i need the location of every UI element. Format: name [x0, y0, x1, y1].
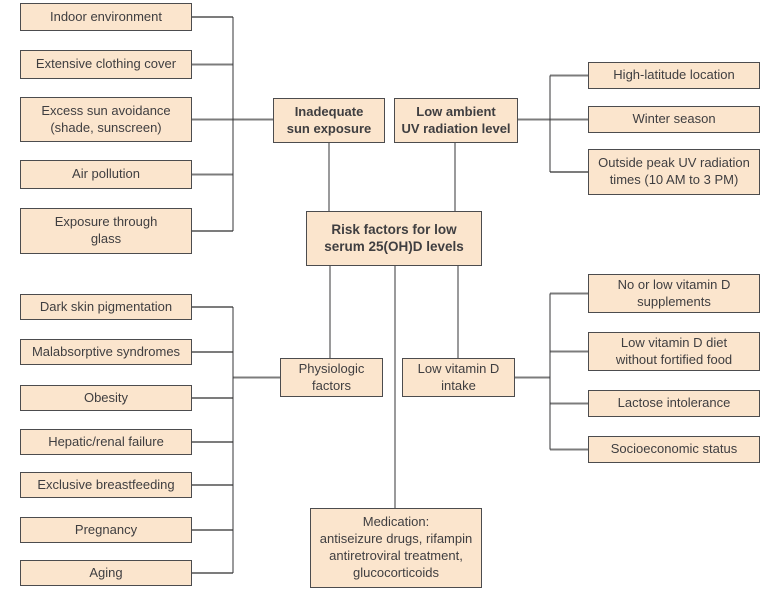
node-dark-skin-pigmentation: Dark skin pigmentation — [20, 294, 192, 320]
node-indoor-environment: Indoor environment — [20, 3, 192, 31]
node-risk-factors-center: Risk factors for low serum 25(OH)D level… — [306, 211, 482, 266]
node-winter-season: Winter season — [588, 106, 760, 133]
node-exclusive-breastfeeding: Exclusive breastfeeding — [20, 472, 192, 498]
node-outside-peak-uv-times: Outside peak UV radiation times (10 AM t… — [588, 149, 760, 195]
node-hepatic-renal-failure: Hepatic/renal failure — [20, 429, 192, 455]
node-obesity: Obesity — [20, 385, 192, 411]
horizontal-connectors — [192, 16, 588, 574]
node-inadequate-sun-exposure: Inadequate sun exposure — [273, 98, 385, 143]
node-low-vitamin-d-intake: Low vitamin D intake — [402, 358, 515, 397]
node-lactose-intolerance: Lactose intolerance — [588, 390, 760, 417]
node-high-latitude-location: High-latitude location — [588, 62, 760, 89]
vertical-connectors — [232, 17, 551, 573]
node-no-low-supplements: No or low vitamin D supplements — [588, 274, 760, 313]
node-extensive-clothing-cover: Extensive clothing cover — [20, 50, 192, 79]
node-physiologic-factors: Physiologic factors — [280, 358, 383, 397]
node-low-vitamin-d-diet: Low vitamin D diet without fortified foo… — [588, 332, 760, 371]
node-aging: Aging — [20, 560, 192, 586]
node-socioeconomic-status: Socioeconomic status — [588, 436, 760, 463]
node-low-ambient-uv: Low ambient UV radiation level — [394, 98, 518, 143]
node-medication: Medication: antiseizure drugs, rifampin … — [310, 508, 482, 588]
node-exposure-through-glass: Exposure through glass — [20, 208, 192, 254]
node-air-pollution: Air pollution — [20, 160, 192, 189]
node-pregnancy: Pregnancy — [20, 517, 192, 543]
node-malabsorptive-syndromes: Malabsorptive syndromes — [20, 339, 192, 365]
node-excess-sun-avoidance: Excess sun avoidance (shade, sunscreen) — [20, 97, 192, 142]
